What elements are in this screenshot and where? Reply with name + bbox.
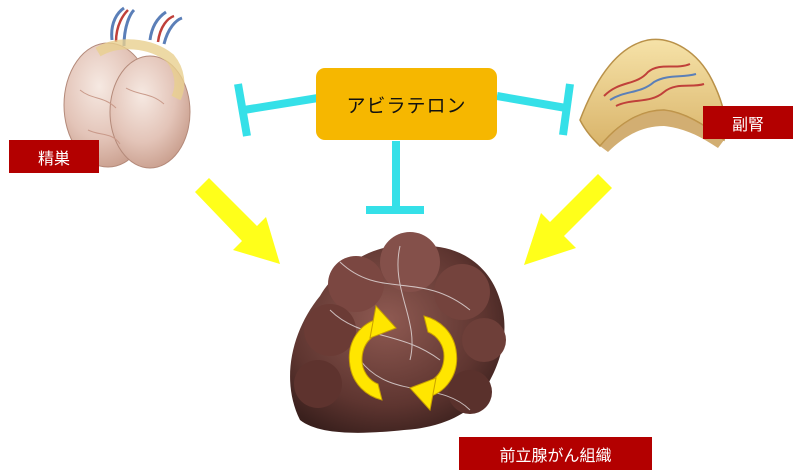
drug-box-abiraterone: アビラテロン xyxy=(316,68,497,140)
inhibit-testis-line xyxy=(244,98,318,110)
inhibit-testis-bar xyxy=(238,84,247,136)
testis-to-tumor-arrow xyxy=(195,178,280,264)
inhibit-adrenal-bar xyxy=(563,84,570,135)
adrenal-to-tumor-arrow xyxy=(524,174,612,265)
prostate-cancer-tissue-illustration xyxy=(290,232,506,433)
label-prostate-cancer-tissue: 前立腺がん組織 xyxy=(459,437,652,470)
label-adrenal: 副腎 xyxy=(703,106,793,139)
label-testis: 精巣 xyxy=(9,140,99,173)
inhibit-adrenal-line xyxy=(497,96,566,108)
